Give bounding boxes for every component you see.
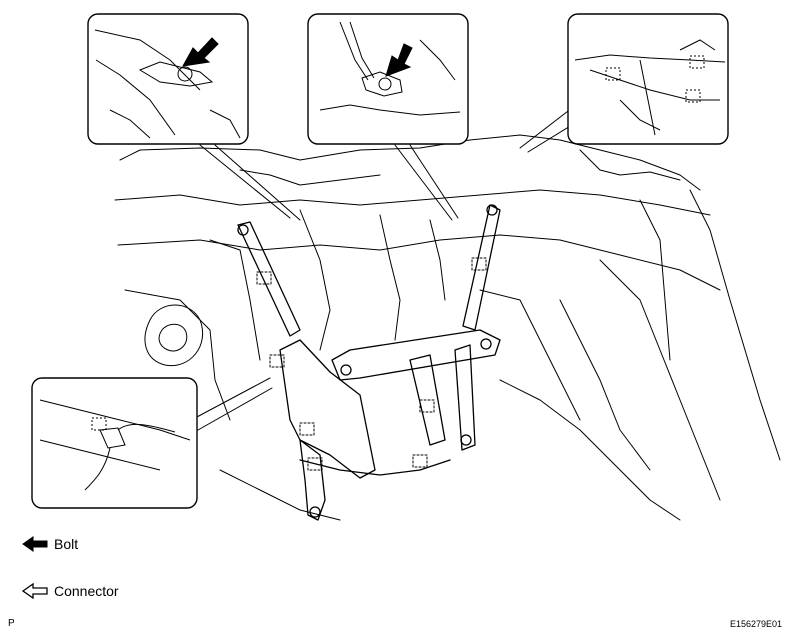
bolt-arrow-icon xyxy=(182,37,219,67)
figure-code: E156279E01 xyxy=(729,619,782,629)
connector-markers xyxy=(256,257,487,471)
inset-connector-lower-left xyxy=(31,377,198,509)
corner-label: P xyxy=(8,618,15,629)
bolt-arrow-icon xyxy=(385,43,413,77)
inset-connector-right-detail xyxy=(574,39,726,136)
dashboard-background xyxy=(114,134,781,521)
inset-bolt-left-detail xyxy=(94,29,241,139)
legend-bolt-label: Bolt xyxy=(54,536,79,552)
brace-assembly xyxy=(237,204,501,521)
legend-bolt: Bolt xyxy=(22,536,78,552)
legend-connector: Connector xyxy=(22,583,119,599)
callout-leaders xyxy=(194,107,581,431)
filled-arrow-left-icon xyxy=(22,536,48,552)
legend-connector-label: Connector xyxy=(54,583,119,599)
inset-connector-lower-left-detail xyxy=(39,399,191,491)
outline-arrow-left-icon xyxy=(22,583,48,599)
inset-bolt-center-detail xyxy=(319,21,461,116)
